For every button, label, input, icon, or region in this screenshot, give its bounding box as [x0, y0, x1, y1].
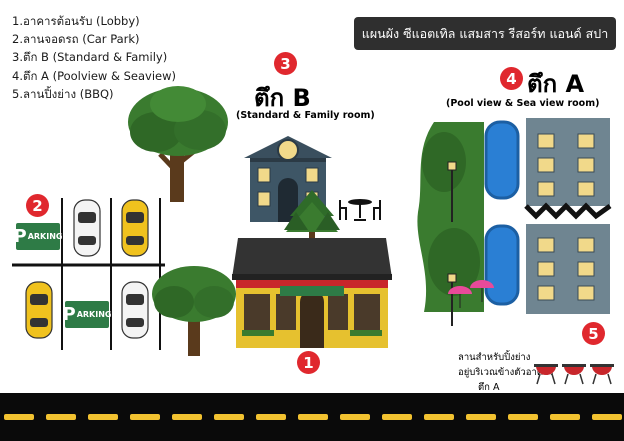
road-dash [382, 414, 412, 420]
road-dash [466, 414, 496, 420]
building-b-subtitle: (Standard & Family room) [236, 110, 375, 121]
car-yellow-top [121, 199, 149, 257]
car-white-top [73, 199, 101, 257]
road-dash [88, 414, 118, 420]
car-yellow-bottom [25, 281, 53, 339]
bbq-grill-icon [590, 364, 614, 385]
road-dash [214, 414, 244, 420]
bbq-grill-icon [562, 364, 586, 385]
map-title: แผนผัง ซีแอตเทิล แสมสาร รีสอร์ท แอนด์ สป… [354, 17, 616, 50]
parking-sign-text: ARKING [76, 310, 112, 319]
bbq-note-line-2: อยู่บริเวณข้างตัวอาคาร [458, 367, 554, 378]
building-b-name: ตึก B [254, 84, 311, 112]
legend-item-lobby: 1.อาคารต้อนรับ (Lobby) [12, 14, 140, 28]
road-dash [508, 414, 538, 420]
road-dash [130, 414, 160, 420]
road [0, 393, 624, 441]
building-a-subtitle: (Pool view & Sea view room) [446, 98, 600, 109]
lobby-building-illustration [232, 238, 392, 348]
bbq-note: ลานสำหรับปิ้งย่าง อยู่บริเวณข้างตัวอาคาร… [458, 350, 554, 395]
legend-item-bbq: 5.ลานปิ้งย่าง (BBQ) [12, 86, 114, 101]
legend-list: 1.อาคารต้อนรับ (Lobby) 2.ลานจอดรถ (Car P… [12, 12, 176, 103]
road-dash [4, 414, 34, 420]
bbq-grill-icons [534, 364, 614, 385]
road-dash [340, 414, 370, 420]
bbq-note-line-3: ตึก A [478, 382, 500, 393]
road-dash [424, 414, 454, 420]
bbq-grill-icon [534, 364, 558, 385]
building-a-name: ตึก A [527, 70, 585, 98]
road-dash [256, 414, 286, 420]
road-dash [592, 414, 622, 420]
road-dash [46, 414, 76, 420]
legend-item-car-park: 2.ลานจอดรถ (Car Park) [12, 32, 140, 47]
marker-3: 3 [274, 52, 297, 75]
road-dash [172, 414, 202, 420]
tree-icon [128, 86, 228, 202]
car-white-bottom [121, 281, 149, 339]
parking-sign-letter: P [13, 226, 27, 247]
car-park-lines [12, 198, 165, 350]
legend-item-building-b: 3.ตึก B (Standard & Family) [12, 50, 168, 65]
parking-sign-letter: P [62, 304, 76, 325]
marker-4: 4 [500, 67, 523, 90]
parking-sign-text: ARKING [27, 232, 63, 241]
marker-2: 2 [26, 194, 49, 217]
pine-tree-icon [284, 190, 340, 248]
car-park-area [0, 190, 170, 360]
tree-icon [152, 266, 236, 356]
building-a-illustration [417, 118, 612, 326]
marker-1: 1 [297, 351, 320, 374]
road-dash [550, 414, 580, 420]
bbq-note-line-1: ลานสำหรับปิ้งย่าง [458, 352, 531, 363]
legend-item-building-a: 4.ตึก A (Poolview & Seaview) [12, 68, 177, 83]
road-dash [298, 414, 328, 420]
marker-5: 5 [582, 322, 605, 345]
patio-table-icon [339, 199, 381, 221]
